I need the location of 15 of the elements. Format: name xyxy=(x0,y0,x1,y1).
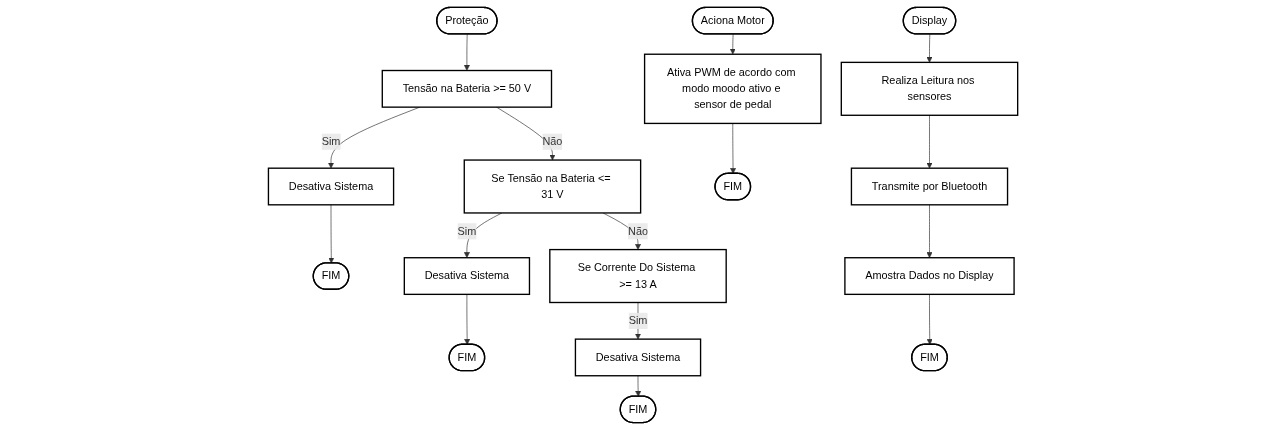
node-box: Desativa Sistema xyxy=(403,257,531,296)
node-box: Desativa Sistema xyxy=(267,167,395,206)
edge-label: Não xyxy=(627,225,648,237)
edge-label: Sim xyxy=(321,135,341,148)
edge-label: Sim xyxy=(628,314,648,327)
node-box: Se Corrente Do Sistema >= 13 A xyxy=(549,248,727,304)
edge-label: Sim xyxy=(457,225,477,237)
edge-label: Não xyxy=(542,135,563,148)
node-box: Transmite por Bluetooth xyxy=(850,167,1009,206)
node-box: Amostra Dados no Display xyxy=(844,257,1015,296)
node-box: Ativa PWM de acordo com modo moodo ativo e sensor de pedal xyxy=(643,53,822,125)
node-box: Se Tensão na Bateria <= 31 V xyxy=(463,159,642,214)
node-box: Tensão na Bateria >= 50 V xyxy=(381,69,553,108)
node-box: Realiza Leitura nos sensores xyxy=(840,61,1019,116)
node-box: Desativa Sistema xyxy=(574,338,702,377)
